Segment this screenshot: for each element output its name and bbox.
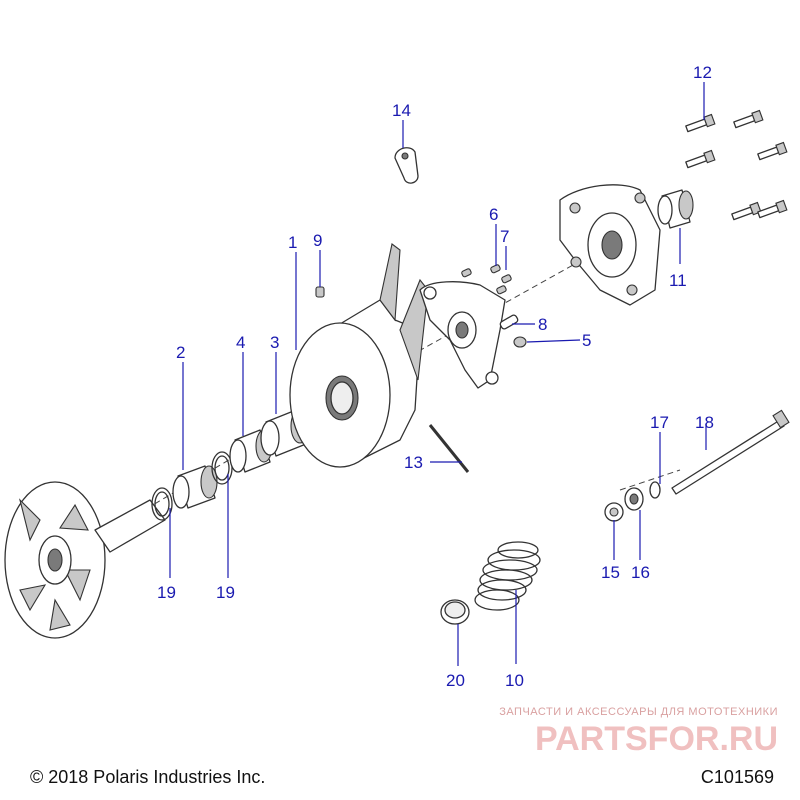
- part-1-movable-sheave: [289, 243, 429, 468]
- part-cover-housing: [559, 184, 661, 306]
- spider-assembly: [419, 281, 506, 389]
- fixed-sheave-fan: [4, 481, 166, 639]
- callout-18: 18: [695, 413, 714, 432]
- part-18-long-bolt: [671, 409, 790, 495]
- callout-15: 15: [601, 563, 620, 582]
- part-19-snap-ring-right: [211, 451, 233, 485]
- callout-10: 10: [505, 671, 524, 690]
- part-6-7-pins: [461, 264, 512, 295]
- callout-6: 6: [489, 205, 498, 224]
- callout-17: 17: [650, 413, 669, 432]
- callout-20: 20: [446, 671, 465, 690]
- callout-1: 1: [288, 233, 297, 252]
- callout-13: 13: [404, 453, 423, 472]
- part-16-washer: [624, 487, 644, 511]
- part-11-bushing: [657, 189, 694, 229]
- part-8-roller-pin: [499, 314, 519, 330]
- callout-11: 11: [669, 271, 687, 290]
- part-20-ring: [440, 599, 470, 625]
- watermark: ЗАПЧАСТИ И АКСЕССУАРЫ ДЛЯ МОТОТЕХНИКИ PA…: [478, 706, 778, 759]
- callout-9: 9: [313, 231, 322, 250]
- diagram-id: C101569: [700, 767, 774, 787]
- callout-8: 8: [538, 315, 547, 334]
- part-17-washer: [649, 481, 661, 499]
- part-12-bolts: [685, 109, 788, 221]
- callout-14: 14: [392, 101, 411, 120]
- part-5-button: [513, 336, 527, 348]
- callout-12: 12: [693, 63, 712, 82]
- callout-7: 7: [500, 227, 509, 246]
- part-2-bushing: [172, 465, 218, 509]
- callout-4: 4: [236, 333, 245, 352]
- callout-3: 3: [270, 333, 279, 352]
- part-14-flyweight: [394, 147, 419, 184]
- callout-19-right: 19: [216, 583, 235, 602]
- callout-labels: 1 2 3 4 5 6 7 8 9 10 11 12 13 14 15 16 1…: [157, 63, 714, 690]
- copyright-notice: © 2018 Polaris Industries Inc.: [30, 767, 266, 787]
- part-13-long-pin: [428, 424, 470, 473]
- part-9-pin: [315, 286, 325, 298]
- part-19-snap-ring-left: [151, 487, 173, 521]
- callout-19-left: 19: [157, 583, 176, 602]
- watermark-brand: PARTSFOR.RU: [534, 720, 778, 758]
- part-15-spacer: [604, 502, 624, 522]
- callout-16: 16: [631, 563, 650, 582]
- part-10-spring: [474, 541, 541, 611]
- callout-5: 5: [582, 331, 591, 350]
- callout-2: 2: [176, 343, 185, 362]
- watermark-tagline: ЗАПЧАСТИ И АКСЕССУАРЫ ДЛЯ МОТОТЕХНИКИ: [499, 706, 778, 718]
- leader-lines: [169, 82, 707, 666]
